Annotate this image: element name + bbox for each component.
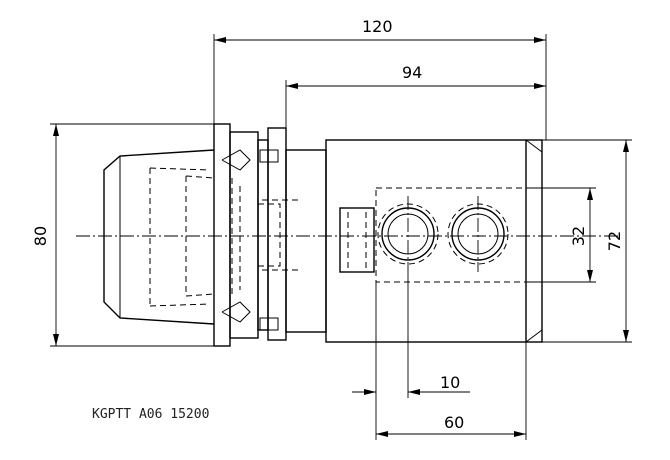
dimension-72-label: 72 bbox=[605, 231, 624, 251]
dimension-94: 94 bbox=[285, 63, 546, 128]
side-port-boss bbox=[339, 207, 375, 273]
neck bbox=[285, 149, 327, 333]
dimension-120-label: 120 bbox=[362, 17, 393, 36]
dimension-60: 60 bbox=[375, 342, 527, 440]
dimension-32: 32 bbox=[526, 187, 596, 283]
dimension-80: 80 bbox=[31, 123, 214, 347]
dimension-10-label: 10 bbox=[440, 373, 460, 392]
port-region-hidden bbox=[375, 187, 527, 283]
taper-shank bbox=[103, 149, 241, 325]
flange bbox=[213, 123, 300, 347]
dimension-60-label: 60 bbox=[444, 413, 464, 432]
dimension-94-label: 94 bbox=[402, 63, 422, 82]
dimension-10: 10 bbox=[352, 272, 470, 398]
dimension-32-label: 32 bbox=[569, 226, 588, 246]
dimension-72: 72 bbox=[542, 139, 632, 343]
part-code-label: KGPTT A06 15200 bbox=[92, 407, 209, 422]
center-lines bbox=[76, 196, 620, 272]
dimension-120: 120 bbox=[213, 17, 547, 140]
dimension-80-label: 80 bbox=[31, 226, 50, 246]
rotary-body bbox=[325, 139, 543, 343]
